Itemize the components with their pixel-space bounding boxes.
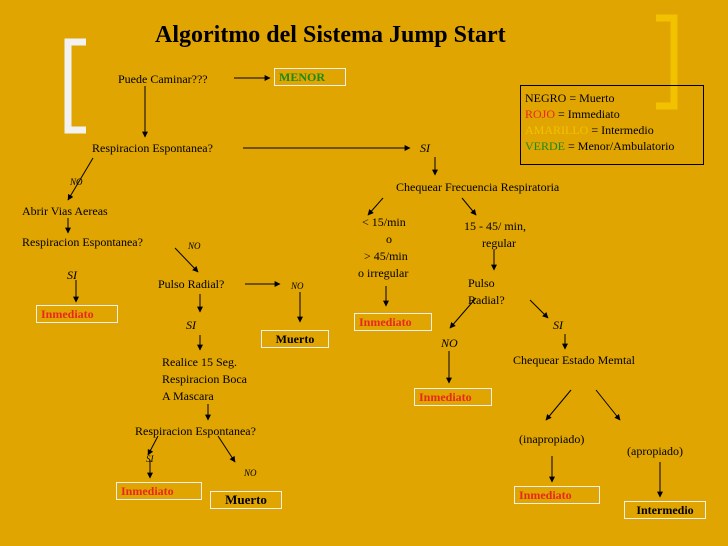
color-legend: NEGRO = Muerto ROJO = Immediato AMARILLO… <box>520 85 704 165</box>
node-freq-ok-1: 15 - 45/ min, <box>464 219 526 233</box>
node-realice-3: A Mascara <box>162 389 214 403</box>
node-resp-espontanea-2: Respiracion Espontanea? <box>22 235 143 249</box>
node-abrir-vias: Abrir Vias Aereas <box>22 204 108 218</box>
label-si-1: SI <box>420 141 430 155</box>
outcome-menor: MENOR <box>274 68 346 86</box>
node-apropiado: (apropiado) <box>627 444 683 458</box>
outcome-inmediato-3: Inmediato <box>354 313 432 331</box>
node-freq-low-4: o irregular <box>358 266 409 280</box>
outcome-inmediato-5: Inmediato <box>514 486 600 504</box>
outcome-inmediato-4: Inmediato <box>414 388 492 406</box>
node-realice-2: Respiracion Boca <box>162 372 247 386</box>
label-no-4: NO <box>244 468 257 478</box>
node-resp-espontanea-3: Respiracion Espontanea? <box>135 424 256 438</box>
label-no-5: NO <box>441 336 458 350</box>
node-chequear-mental: Chequear Estado Memtal <box>513 353 635 367</box>
left-bracket-decoration <box>64 38 86 134</box>
node-inapropiado: (inapropiado) <box>519 432 585 446</box>
label-si-5: SI <box>553 318 563 332</box>
legend-red: ROJO = Immediato <box>525 107 620 121</box>
node-puede-caminar: Puede Caminar??? <box>118 72 208 86</box>
label-si-2: SI <box>67 268 77 282</box>
label-no-1: NO <box>70 177 83 187</box>
node-pulso-radial-2a: Pulso <box>468 276 495 290</box>
node-resp-espontanea-1: Respiracion Espontanea? <box>92 141 213 155</box>
node-freq-low-3: > 45/min <box>364 249 408 263</box>
label-si-3: SI <box>186 318 196 332</box>
node-realice-1: Realice 15 Seg. <box>162 355 237 369</box>
node-chequear-frecuencia: Chequear Frecuencia Respiratoria <box>396 180 560 194</box>
label-si-4: SI <box>146 454 154 464</box>
outcome-inmediato-1: Inmediato <box>36 305 118 323</box>
node-freq-ok-2: regular <box>482 236 516 250</box>
legend-black: NEGRO = Muerto <box>525 91 615 105</box>
node-pulso-radial-1: Pulso Radial? <box>158 277 225 291</box>
legend-green: VERDE = Menor/Ambulatorio <box>525 139 675 153</box>
right-bracket-decoration <box>656 14 678 110</box>
node-freq-low-1: < 15/min <box>362 215 406 229</box>
label-no-2: NO <box>188 241 201 251</box>
outcome-intermedio: Intermedio <box>624 501 706 519</box>
outcome-inmediato-2: Inmediato <box>116 482 202 500</box>
label-no-3: NO <box>291 281 304 291</box>
node-freq-low-2: o <box>386 232 392 246</box>
outcome-muerto-2: Muerto <box>210 491 282 509</box>
page-title: Algoritmo del Sistema Jump Start <box>155 22 506 48</box>
legend-yellow: AMARILLO = Intermedio <box>525 123 654 137</box>
node-pulso-radial-2b: Radial? <box>468 293 505 307</box>
outcome-muerto-1: Muerto <box>261 330 329 348</box>
